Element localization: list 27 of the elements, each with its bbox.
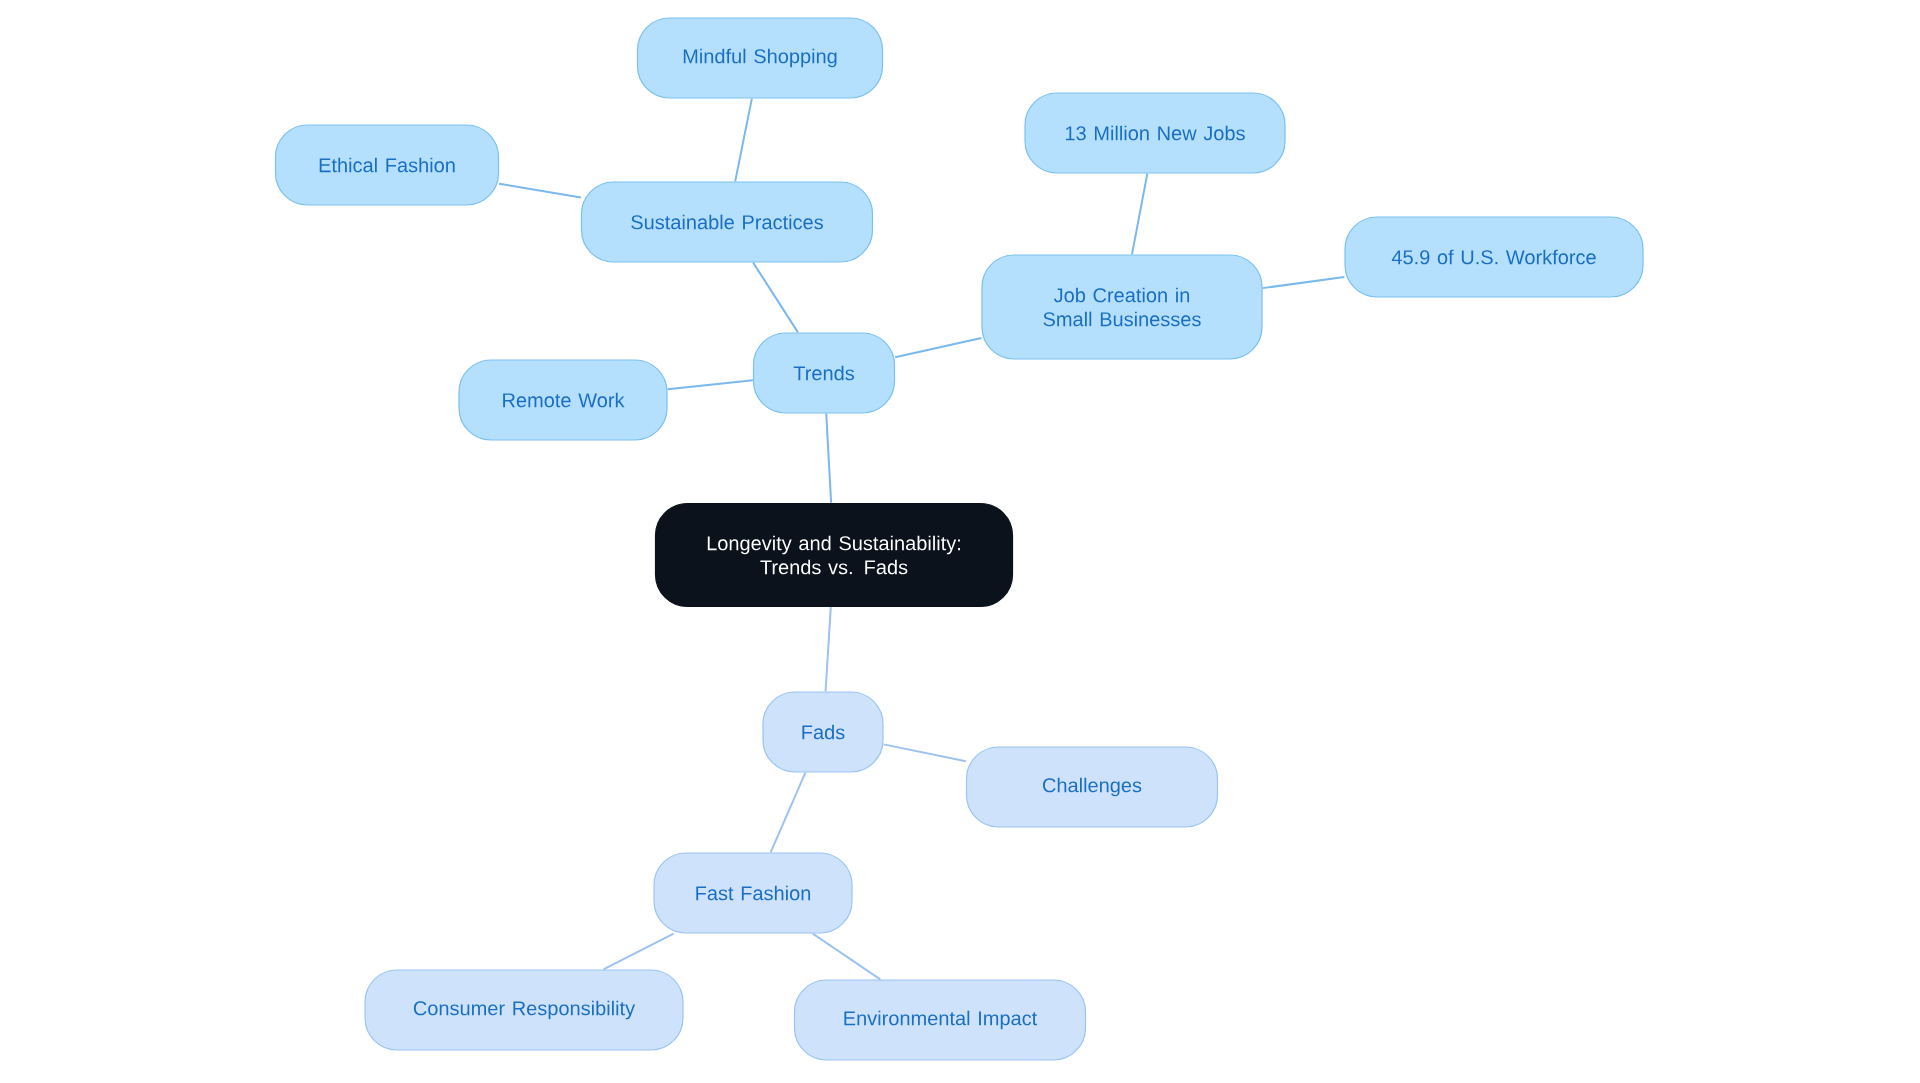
topic-box: 13 Million New Jobs <box>1024 92 1286 174</box>
topic-box: Trends <box>752 332 896 414</box>
topic-box: Mindful Shopping <box>636 17 884 99</box>
central-topic-box: Longevity and Sustainability: Trends vs. Fads <box>654 502 1014 608</box>
topic-box: Sustainable Practices <box>580 181 874 263</box>
topic-box: Remote Work <box>458 359 668 441</box>
connector-line <box>882 743 967 763</box>
topic-box: Consumer Responsibility <box>364 969 684 1051</box>
topic-box: Environmental Impact <box>793 979 1087 1061</box>
connector-line <box>1131 172 1149 256</box>
topic-box: Fads <box>762 691 884 773</box>
connector-line <box>1261 276 1346 290</box>
topic-box: 45.9 of U.S. Workforce <box>1344 216 1644 298</box>
topic-box: Challenges <box>965 746 1219 828</box>
connector-line <box>769 771 807 854</box>
connector-line <box>824 606 832 693</box>
connector-line <box>666 379 754 391</box>
connector-line <box>811 932 882 981</box>
connector-line <box>734 97 753 183</box>
topic-box: Ethical Fashion <box>274 124 500 206</box>
connector-line <box>498 182 582 199</box>
connector-line <box>825 412 833 504</box>
connector-line <box>752 261 799 334</box>
connector-line <box>602 932 675 971</box>
topic-box: Job Creation in Small Businesses <box>981 254 1263 360</box>
connector-line <box>894 337 983 359</box>
topic-box: Fast Fashion <box>653 852 853 934</box>
